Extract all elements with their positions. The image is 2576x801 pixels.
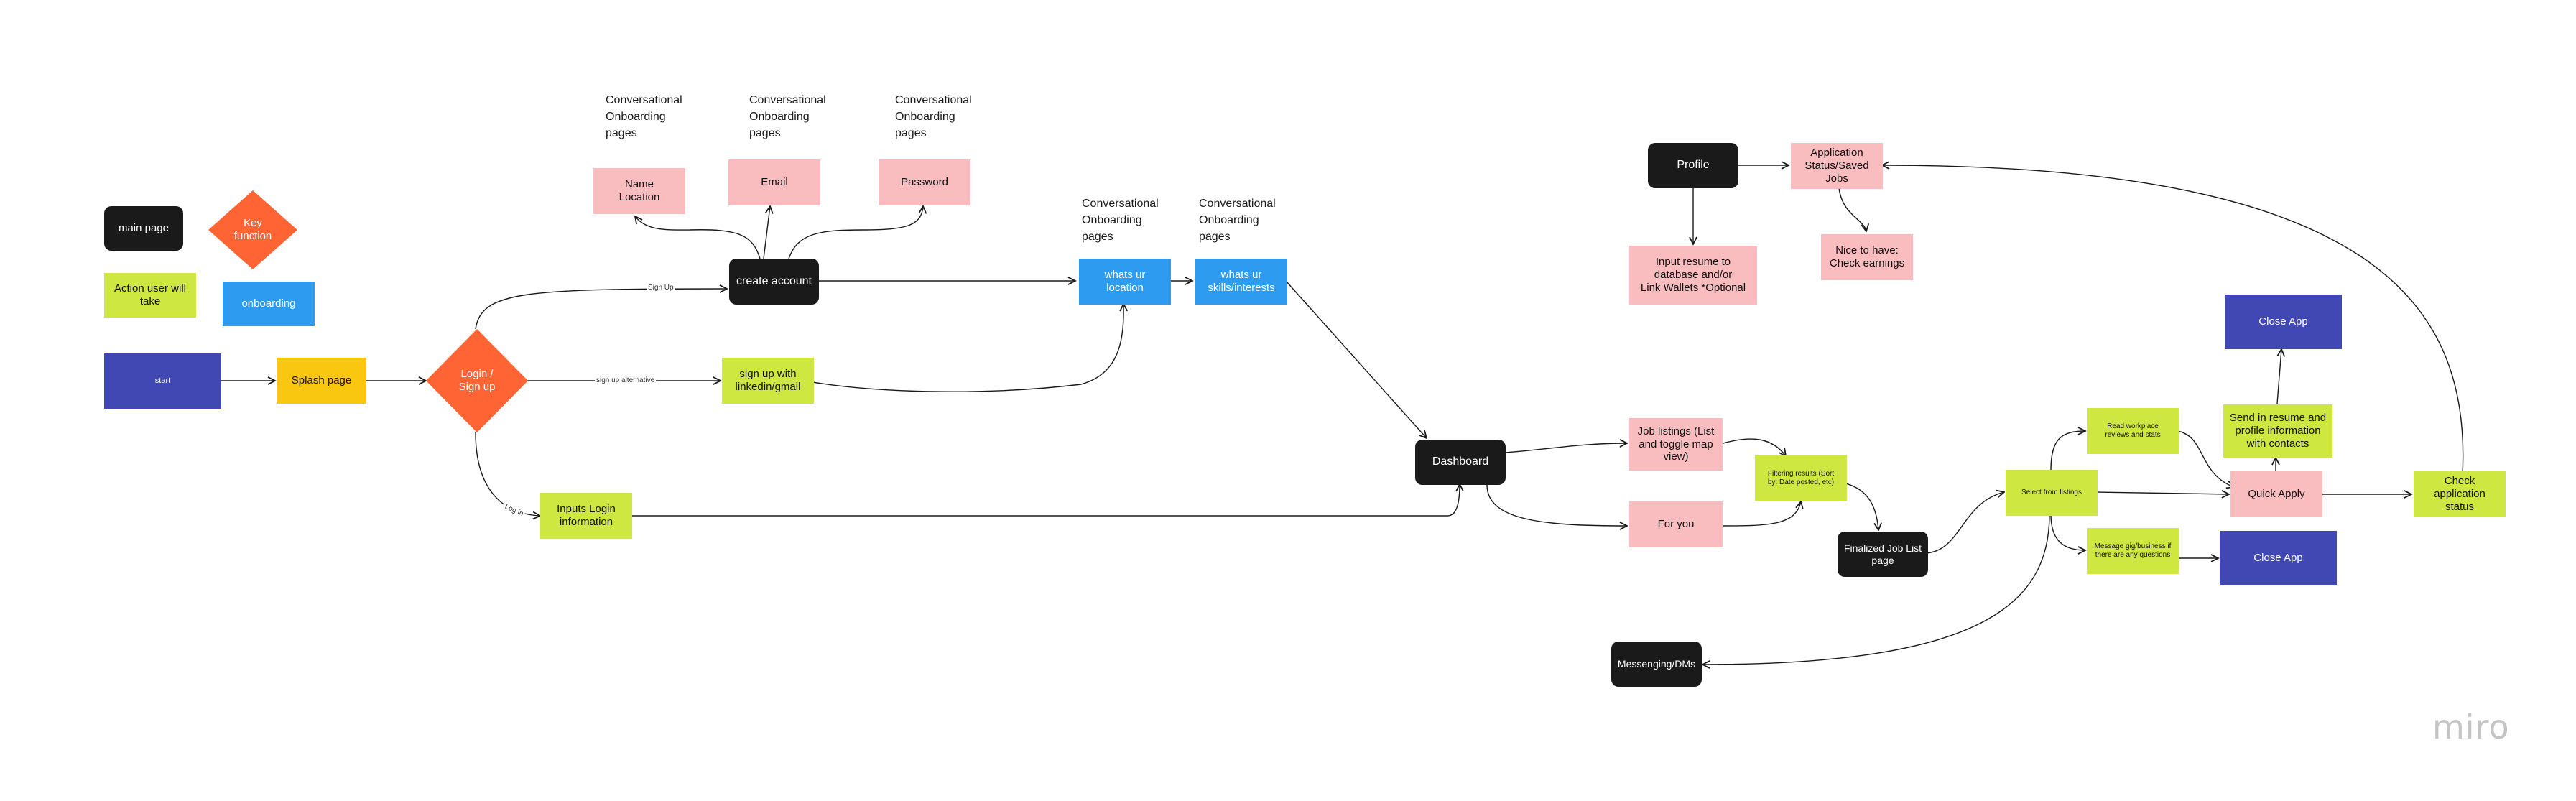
edge-select-messaging	[1702, 515, 2050, 665]
email-node[interactable]: Email	[728, 159, 820, 205]
edge-foryou-filter	[1720, 501, 1801, 527]
edge-label-sign-up-alternative: sign up alternative	[595, 376, 657, 384]
legend-key-function-label: Key function	[233, 217, 272, 242]
conversational-note-5: Conversational Onboarding pages	[1199, 198, 1276, 244]
send-resume-node[interactable]: Send in resume and profile information w…	[2223, 404, 2332, 458]
edge-create-email	[763, 206, 770, 259]
password-node[interactable]: Password	[879, 159, 970, 205]
legend-start[interactable]: start	[104, 353, 221, 409]
quick-apply-node[interactable]: Quick Apply	[2230, 471, 2322, 517]
legend-key-function[interactable]: Key function	[208, 190, 297, 269]
inputs-login-node[interactable]: Inputs Login information	[540, 493, 632, 539]
edge-select-quick	[2097, 492, 2229, 494]
edge-login-inputs	[475, 432, 540, 516]
dashboard-node[interactable]: Dashboard	[1415, 440, 1506, 485]
splash-page-node[interactable]: Splash page	[277, 358, 366, 404]
messaging-dms-node[interactable]: Messenging/DMs	[1611, 642, 1702, 687]
edge-create-password	[788, 206, 923, 259]
legend-main-page[interactable]: main page	[104, 206, 183, 251]
close-app-bottom-node[interactable]: Close App	[2220, 531, 2337, 585]
edge-dashboard-foryou	[1486, 484, 1627, 526]
signup-linkedin-node[interactable]: sign up with linkedin/gmail	[722, 358, 814, 404]
profile-node[interactable]: Profile	[1648, 143, 1738, 188]
legend-onboarding[interactable]: onboarding	[223, 282, 315, 326]
whats-skills-node[interactable]: whats ur skills/interests	[1195, 259, 1287, 305]
finalized-job-list-node[interactable]: Finalized Job List page	[1838, 532, 1928, 577]
whats-location-node[interactable]: whats ur location	[1079, 259, 1171, 305]
edge-create-name	[635, 216, 761, 259]
edge-linkedin-location	[812, 304, 1123, 392]
edge-dashboard-jobs	[1505, 443, 1627, 453]
edge-finalized-select	[1924, 492, 2004, 554]
check-status-node[interactable]: Check application status	[2414, 471, 2506, 517]
job-listings-node[interactable]: Job listings (List and toggle map view)	[1629, 418, 1723, 471]
conversational-note-3: Conversational Onboarding pages	[895, 94, 972, 140]
edge-login-create	[475, 289, 727, 330]
edge-appstatus-nice	[1838, 187, 1866, 231]
legend-action[interactable]: Action user will take	[104, 273, 196, 318]
input-resume-node[interactable]: Input resume to database and/or Link Wal…	[1629, 246, 1757, 305]
conversational-note-4: Conversational Onboarding pages	[1082, 198, 1159, 244]
filtering-results-node[interactable]: Filtering results (Sort by: Date posted,…	[1755, 455, 1847, 501]
application-status-node[interactable]: Application Status/Saved Jobs	[1791, 143, 1883, 189]
edge-select-message	[2050, 514, 2085, 550]
conversational-note-1: Conversational Onboarding pages	[606, 94, 682, 140]
edge-select-reviews	[2050, 431, 2085, 471]
for-you-node[interactable]: For you	[1629, 501, 1723, 547]
nice-to-have-node[interactable]: Nice to have: Check earnings	[1821, 234, 1913, 280]
edge-label-sign-up: Sign Up	[647, 284, 675, 292]
conversational-note-2: Conversational Onboarding pages	[749, 94, 826, 140]
login-signup-label: Login / Sign up	[458, 368, 496, 393]
read-reviews-node[interactable]: Read workplace reviews and stats	[2087, 408, 2179, 454]
edge-skills-dashboard	[1285, 280, 1427, 438]
create-account-node[interactable]: create account	[729, 259, 819, 305]
edge-status-appstatus	[1882, 165, 2464, 475]
edge-reviews-quick	[2176, 430, 2234, 487]
login-signup-node[interactable]: Login / Sign up	[426, 329, 528, 432]
edge-send-closeapp	[2276, 349, 2281, 404]
close-app-top-node[interactable]: Close App	[2225, 295, 2342, 349]
message-gig-node[interactable]: Message gig/business if there are any qu…	[2087, 528, 2179, 574]
edge-jobs-filter	[1720, 438, 1786, 456]
select-listings-node[interactable]: Select from listings	[2006, 470, 2098, 516]
name-location-node[interactable]: Name Location	[593, 168, 685, 214]
miro-logo: miro	[2432, 708, 2510, 746]
edge-inputs-dashboard	[631, 484, 1460, 517]
